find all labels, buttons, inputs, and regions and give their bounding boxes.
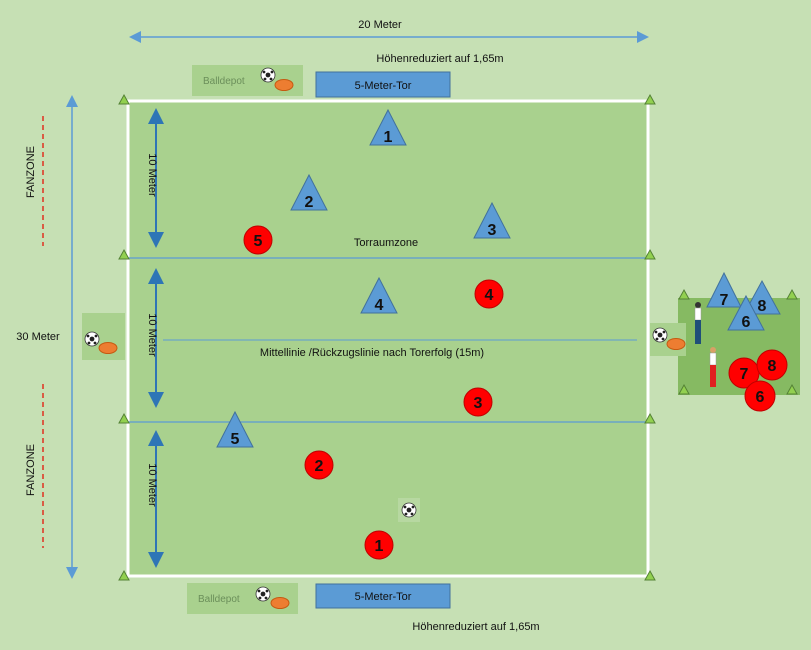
svg-text:6: 6 [756, 389, 765, 406]
red-player[interactable]: 2 [304, 450, 334, 480]
rugby-ball-icon [274, 79, 294, 91]
svg-text:8: 8 [768, 358, 777, 375]
height-note-top: Höhenreduziert auf 1,65m [376, 53, 503, 65]
svg-text:3: 3 [474, 395, 483, 412]
svg-text:1: 1 [375, 538, 384, 555]
rugby-ball-icon [666, 338, 686, 350]
blue-player[interactable]: 1 [369, 108, 407, 146]
svg-text:2: 2 [315, 458, 324, 475]
svg-text:8: 8 [758, 298, 767, 315]
ball-depot-label: Balldepot [203, 76, 245, 87]
svg-text:7: 7 [720, 292, 729, 309]
goal-zone-label: Torraumzone [354, 237, 418, 249]
blue-player[interactable]: 4 [360, 276, 398, 314]
svg-text:5: 5 [231, 431, 240, 448]
blue-player[interactable]: 2 [290, 173, 328, 211]
goal-label: 5-Meter-Tor [355, 80, 412, 92]
blue-player[interactable]: 7 [706, 271, 742, 309]
ball-depot-left [82, 313, 125, 360]
blue-player[interactable]: 6 [727, 294, 765, 331]
rugby-ball-icon [98, 342, 118, 354]
midline-label: Mittellinie /Rückzugslinie nach Torerfol… [260, 347, 484, 359]
cone-icon [786, 289, 798, 300]
soccer-ball-icon [401, 502, 417, 518]
svg-text:7: 7 [740, 366, 749, 383]
cone-icon [678, 289, 690, 300]
red-player[interactable]: 5 [243, 225, 273, 255]
goal-label: 5-Meter-Tor [355, 591, 412, 603]
player-figure-red [709, 347, 717, 387]
svg-text:5: 5 [254, 233, 263, 250]
fanzone-label-top: FANZONE [25, 146, 37, 198]
fanzone-label-bottom: FANZONE [25, 444, 37, 496]
red-player[interactable]: 8 [756, 349, 788, 381]
width-label: 20 Meter [358, 19, 402, 31]
soccer-ball-icon [652, 327, 668, 343]
goal-top: 5-Meter-Tor [315, 71, 451, 98]
svg-text:1: 1 [384, 129, 393, 146]
soccer-ball-icon [255, 586, 271, 602]
blue-player[interactable]: 8 [743, 279, 781, 315]
red-player[interactable]: 4 [474, 279, 504, 309]
soccer-ball-icon [84, 331, 100, 347]
zone-label-1: 10 Meter [146, 153, 158, 197]
zone-label-2: 10 Meter [146, 313, 158, 357]
zone-label-3: 10 Meter [146, 463, 158, 507]
svg-text:2: 2 [305, 194, 314, 211]
rugby-ball-icon [270, 597, 290, 609]
blue-player[interactable]: 3 [473, 201, 511, 239]
goal-bottom: 5-Meter-Tor [315, 583, 451, 609]
length-label: 30 Meter [16, 331, 60, 343]
svg-text:4: 4 [375, 297, 384, 314]
soccer-ball-icon [260, 67, 276, 83]
red-player[interactable]: 1 [364, 530, 394, 560]
playing-field [126, 99, 650, 578]
svg-text:6: 6 [742, 314, 751, 331]
ball-depot-bottom: Balldepot [187, 583, 298, 614]
svg-text:4: 4 [485, 287, 494, 304]
red-player[interactable]: 3 [463, 387, 493, 417]
ball-depot-label: Balldepot [198, 594, 240, 605]
blue-player[interactable]: 5 [216, 410, 254, 448]
player-figure-blue [694, 302, 702, 344]
height-note-bottom: Höhenreduziert auf 1,65m [412, 621, 539, 633]
red-player[interactable]: 6 [744, 380, 776, 412]
svg-text:3: 3 [488, 222, 497, 239]
ball-depot-top: Balldepot [192, 65, 303, 96]
